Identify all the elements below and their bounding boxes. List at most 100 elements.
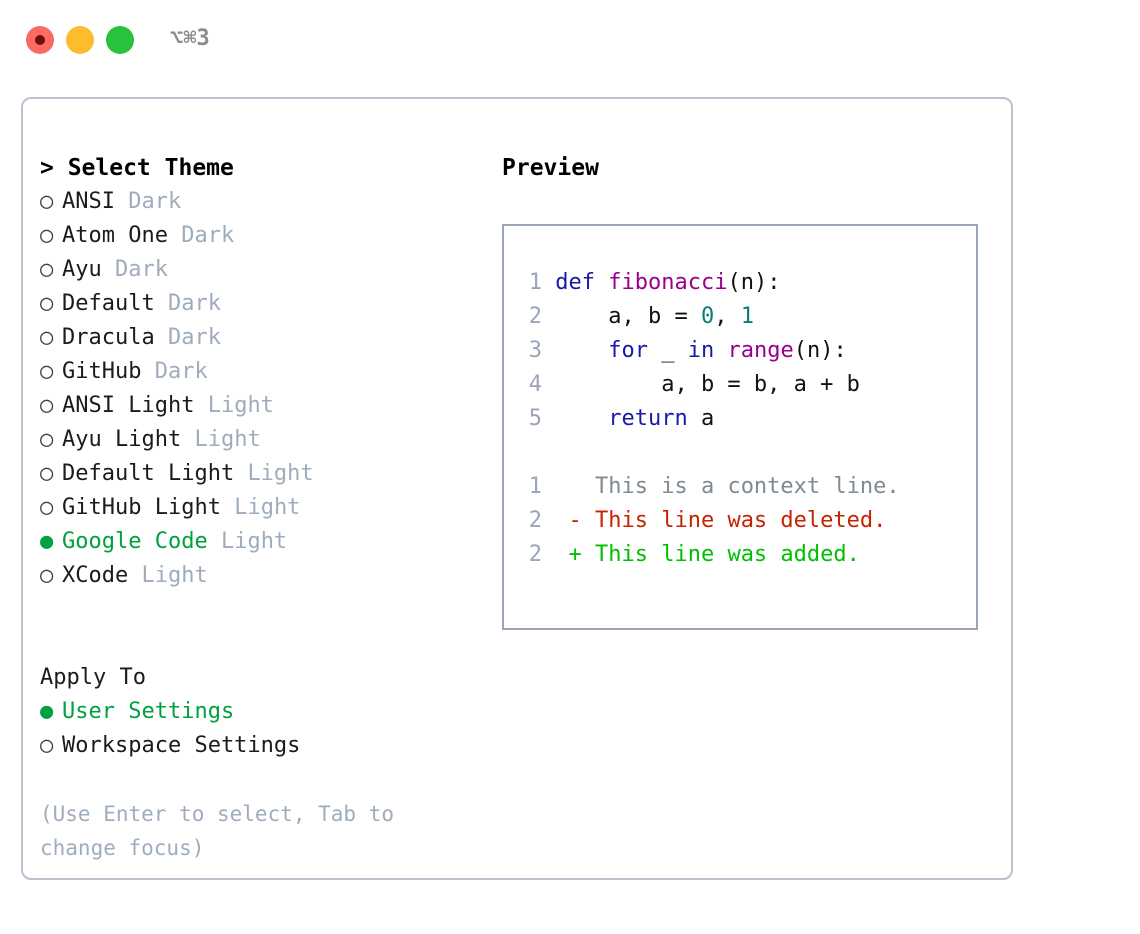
theme-option-tag: Dark	[167, 325, 221, 350]
code-token-plain: (n):	[793, 338, 847, 363]
radio-selected-icon: ●	[40, 529, 54, 554]
radio-unselected-icon: ○	[40, 325, 54, 350]
radio-unselected-icon: ○	[40, 223, 54, 248]
code-token-plain	[555, 406, 608, 431]
apply-to-option-label: Workspace Settings	[62, 733, 301, 758]
diff-text: This line was added.	[581, 542, 860, 567]
radio-unselected-icon: ○	[40, 495, 54, 520]
line-number: 2	[528, 304, 542, 329]
theme-list[interactable]: ○ANSI Dark○Atom One Dark○Ayu Dark○Defaul…	[40, 185, 470, 593]
theme-option-label: XCode	[62, 563, 129, 588]
theme-option-tag: Dark	[181, 223, 235, 248]
code-token-plain: a	[687, 406, 715, 431]
theme-option-label: Dracula	[62, 325, 155, 350]
code-line: 1 def fibonacci(n):	[516, 266, 968, 300]
line-number: 4	[528, 372, 542, 397]
diff-marker: +	[568, 542, 582, 567]
code-token-fn: fibonacci	[608, 270, 728, 295]
theme-option-label: Ayu Light	[62, 427, 182, 452]
theme-option-github-light[interactable]: ○GitHub Light Light	[40, 491, 470, 525]
code-token-num: 0	[700, 304, 715, 329]
theme-option-dracula[interactable]: ○ Dracula Dark	[40, 321, 470, 355]
content-panel: > Select Theme ○ANSI Dark○Atom One Dark○…	[21, 97, 1013, 880]
radio-selected-icon: ●	[40, 699, 54, 724]
theme-option-label: Default Light	[62, 461, 235, 486]
close-window-button[interactable]	[26, 26, 54, 54]
code-line: 5 return a	[516, 402, 968, 436]
theme-option-tag: Light	[220, 529, 288, 554]
line-number: 3	[528, 338, 542, 363]
minimize-window-button[interactable]	[66, 26, 94, 54]
title-bar: ⌥⌘3	[0, 0, 1140, 76]
code-line: 4 a, b = b, a + b	[516, 368, 968, 402]
page-title: > Select Theme	[40, 155, 234, 181]
theme-option-label: Google Code	[62, 529, 208, 554]
apply-to-option-workspace-settings[interactable]: ○ Workspace Settings	[40, 729, 470, 763]
apply-to-list[interactable]: ● User Settings ○ Workspace Settings	[40, 695, 470, 763]
code-token-plain	[555, 338, 608, 363]
theme-option-label: ANSI Light	[62, 393, 195, 418]
theme-option-ayu-light[interactable]: ○Ayu Light Light	[40, 423, 470, 457]
theme-option-ansi-light[interactable]: ○ANSI Light Light	[40, 389, 470, 423]
line-number: 5	[528, 406, 542, 431]
apply-to-section: Apply To ● User Settings ○ Workspace Settin…	[40, 661, 470, 763]
theme-option-default[interactable]: ○Default Dark	[40, 287, 470, 321]
apply-to-option-label: User Settings	[62, 699, 235, 724]
theme-option-github[interactable]: ○ GitHub Dark	[40, 355, 470, 389]
preview-column: Preview 1 def fibonacci(n):2 a, b = 0, 1…	[502, 151, 992, 630]
line-number: 1	[528, 474, 542, 499]
code-token-fn: range	[727, 338, 794, 363]
line-number: 2	[528, 542, 542, 567]
theme-picker-column: > Select Theme ○ANSI Dark○Atom One Dark○…	[40, 151, 470, 865]
radio-unselected-icon: ○	[40, 359, 54, 384]
apply-to-title: Apply To	[40, 665, 146, 690]
code-token-num: 1	[740, 304, 754, 329]
code-token-plain: _	[647, 338, 688, 363]
code-line: 2 a, b = 0, 1	[516, 300, 968, 334]
keyboard-shortcut-label: ⌥⌘3	[170, 26, 210, 51]
theme-option-tag: Light	[247, 461, 314, 486]
radio-unselected-icon: ○	[40, 393, 54, 418]
theme-option-tag: Dark	[128, 189, 182, 214]
keyboard-hint-text: (Use Enter to select, Tab to change focu…	[40, 802, 395, 860]
radio-unselected-icon: ○	[40, 427, 54, 452]
theme-option-ayu[interactable]: ○Ayu Dark	[40, 253, 470, 287]
diff-marker: -	[568, 508, 582, 533]
theme-option-google-code[interactable]: ● Google Code Light	[40, 525, 470, 559]
code-token-plain	[714, 338, 727, 363]
theme-option-xcode[interactable]: ○ XCode Light	[40, 559, 470, 593]
apply-to-option-user-settings[interactable]: ● User Settings	[40, 695, 470, 729]
theme-option-ansi[interactable]: ○ANSI Dark	[40, 185, 470, 219]
maximize-window-button[interactable]	[106, 26, 134, 54]
theme-option-tag: Dark	[154, 359, 208, 384]
code-token-plain: a, b =	[555, 304, 701, 329]
code-token-kw: for	[608, 338, 648, 363]
radio-unselected-icon: ○	[40, 461, 54, 486]
radio-unselected-icon: ○	[40, 733, 54, 758]
radio-unselected-icon: ○	[40, 291, 54, 316]
radio-unselected-icon: ○	[40, 257, 54, 282]
diff-text: This line was deleted.	[581, 508, 887, 533]
code-token-kw: def	[555, 270, 609, 295]
code-token-plain: (n):	[727, 270, 781, 295]
diff-line-ctx: 1 This is a context line.	[516, 470, 968, 504]
theme-option-label: Ayu	[62, 257, 102, 282]
theme-option-tag: Light	[234, 495, 301, 520]
theme-option-tag: Light	[141, 563, 208, 588]
theme-option-default-light[interactable]: ○ Default Light Light	[40, 457, 470, 491]
line-number: 1	[528, 270, 542, 295]
radio-unselected-icon: ○	[40, 189, 54, 214]
diff-text: This is a context line.	[581, 474, 900, 499]
diff-line-add: 2 + This line was added.	[516, 538, 968, 572]
theme-option-atom-one[interactable]: ○Atom One Dark	[40, 219, 470, 253]
radio-unselected-icon: ○	[40, 563, 54, 588]
code-line: 3 for _ in range(n):	[516, 334, 968, 368]
theme-option-tag: Dark	[167, 291, 221, 316]
preview-title: Preview	[502, 155, 599, 181]
close-icon	[35, 35, 45, 45]
diff-line-del: 2 - This line was deleted.	[516, 504, 968, 538]
line-number: 2	[528, 508, 542, 533]
theme-option-label: GitHub	[62, 359, 142, 384]
